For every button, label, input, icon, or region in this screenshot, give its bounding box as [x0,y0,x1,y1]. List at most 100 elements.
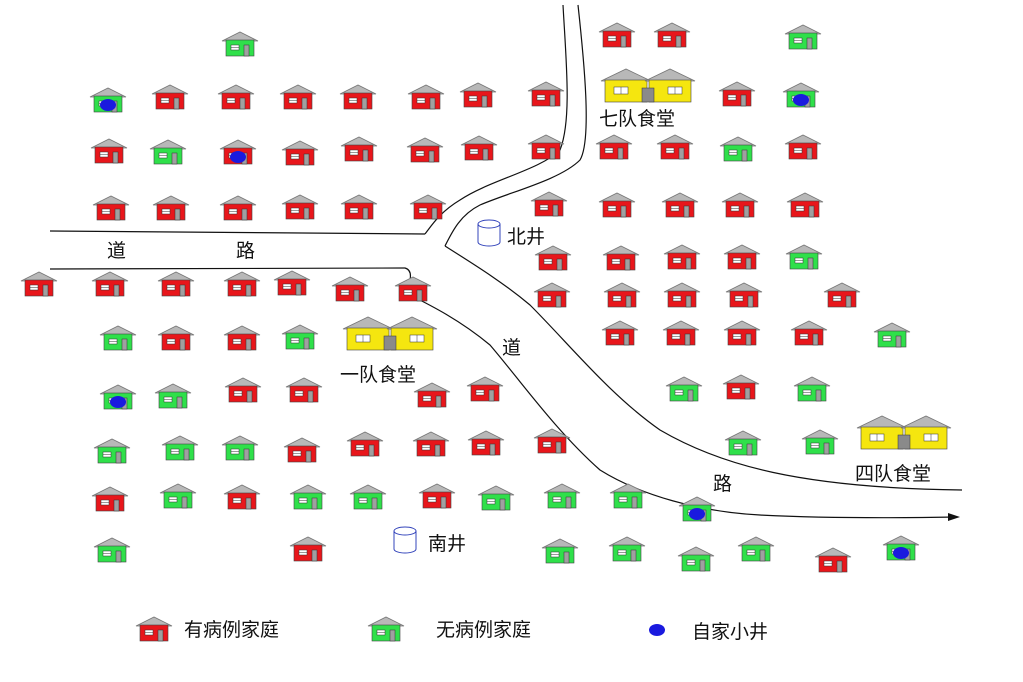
sick-house-icon [273,270,311,296]
sick-house-icon [223,484,261,510]
healthy-house-icon [882,535,920,561]
roads [49,4,963,521]
legend-healthy-label: 无病例家庭 [436,619,531,641]
legend-sick-house-icon [135,616,173,642]
healthy-house-icon [609,483,647,509]
sick-house-icon [725,282,763,308]
road-diag-label-2: 路 [713,473,732,495]
sick-house-icon [223,325,261,351]
own-well-icon [793,94,809,106]
sick-house-icon [466,376,504,402]
sick-house-icon [418,483,456,509]
north-well-label: 北井 [507,226,545,248]
sick-house-icon [721,192,759,218]
sick-house-icon [219,195,257,221]
healthy-house-icon [873,322,911,348]
healthy-house-icon [737,536,775,562]
sick-house-icon [157,325,195,351]
road-left-label-1: 道 [107,240,126,262]
sick-house-icon [467,430,505,456]
sick-house-icon [91,271,129,297]
sick-house-icon [346,431,384,457]
healthy-house-icon [93,537,131,563]
sick-house-icon [718,81,756,107]
sick-house-icon [285,377,323,403]
sick-house-icon [533,428,571,454]
sick-house-icon [340,136,378,162]
healthy-house-icon [159,483,197,509]
road-left-top-edge [49,230,426,235]
road-north-left-edge [424,4,568,235]
sick-house-icon [598,22,636,48]
sick-house-icon [661,192,699,218]
sick-house-icon [90,138,128,164]
sick-house-icon [527,134,565,160]
canteen-building-icon [342,316,438,351]
sick-house-icon [530,191,568,217]
road-diag-upper-edge [444,245,963,491]
healthy-house-icon [543,483,581,509]
sick-house-icon [406,137,444,163]
legend-own-well-icon [649,624,665,636]
canteen-building-icon [600,68,696,103]
sick-house-icon [460,135,498,161]
canteen-4-label: 四队食堂 [855,463,931,485]
healthy-house-icon [99,325,137,351]
sick-house-icon [598,192,636,218]
sick-house-icon [722,374,760,400]
healthy-house-icon [93,438,131,464]
own-well-icon [110,396,126,408]
healthy-house-icon [154,383,192,409]
road-arrow [948,513,960,521]
healthy-house-icon [149,139,187,165]
houses [20,22,920,573]
healthy-house-icon [608,536,646,562]
legend-own-well-label: 自家小井 [692,621,768,643]
healthy-house-icon [289,484,327,510]
sick-house-icon [289,536,327,562]
sick-house-icon [219,139,257,165]
sick-house-icon [279,84,317,110]
healthy-house-icon [281,324,319,350]
sick-house-icon [157,271,195,297]
sick-house-icon [814,547,852,573]
own-well-icon [230,151,246,163]
canteens [342,68,952,450]
healthy-house-icon [161,435,199,461]
legend: 有病例家庭 无病例家庭 自家小井 [135,616,768,643]
healthy-house-icon [678,496,716,522]
sick-house-icon [151,84,189,110]
sick-house-icon [412,431,450,457]
south-well-label: 南井 [428,533,466,555]
healthy-house-icon [793,376,831,402]
sick-house-icon [152,195,190,221]
canteen-7-label: 七队食堂 [599,108,675,130]
healthy-house-icon [785,244,823,270]
legend-healthy-house [367,616,405,642]
sick-house-icon [281,140,319,166]
sick-house-icon [653,22,691,48]
healthy-house-icon [221,31,259,57]
healthy-house-icon [477,485,515,511]
own-well-icon [100,99,116,111]
healthy-house-icon [782,82,820,108]
sick-house-icon [407,84,445,110]
canteen-building-icon [856,415,952,450]
road-north-right-edge [444,4,587,247]
sick-house-icon [601,320,639,346]
healthy-house-icon [99,384,137,410]
sick-house-icon [92,195,130,221]
sick-house-icon [409,194,447,220]
sick-house-icon [533,282,571,308]
healthy-house-icon [724,430,762,456]
sick-house-icon [602,245,640,271]
sick-house-icon [394,276,432,302]
road-diag-lower-edge [409,294,958,519]
sick-house-icon [91,486,129,512]
sick-house-icon [723,320,761,346]
sick-house-icon [603,282,641,308]
road-left-label-2: 路 [236,240,255,262]
healthy-house-icon [665,376,703,402]
sick-house-icon [663,282,701,308]
